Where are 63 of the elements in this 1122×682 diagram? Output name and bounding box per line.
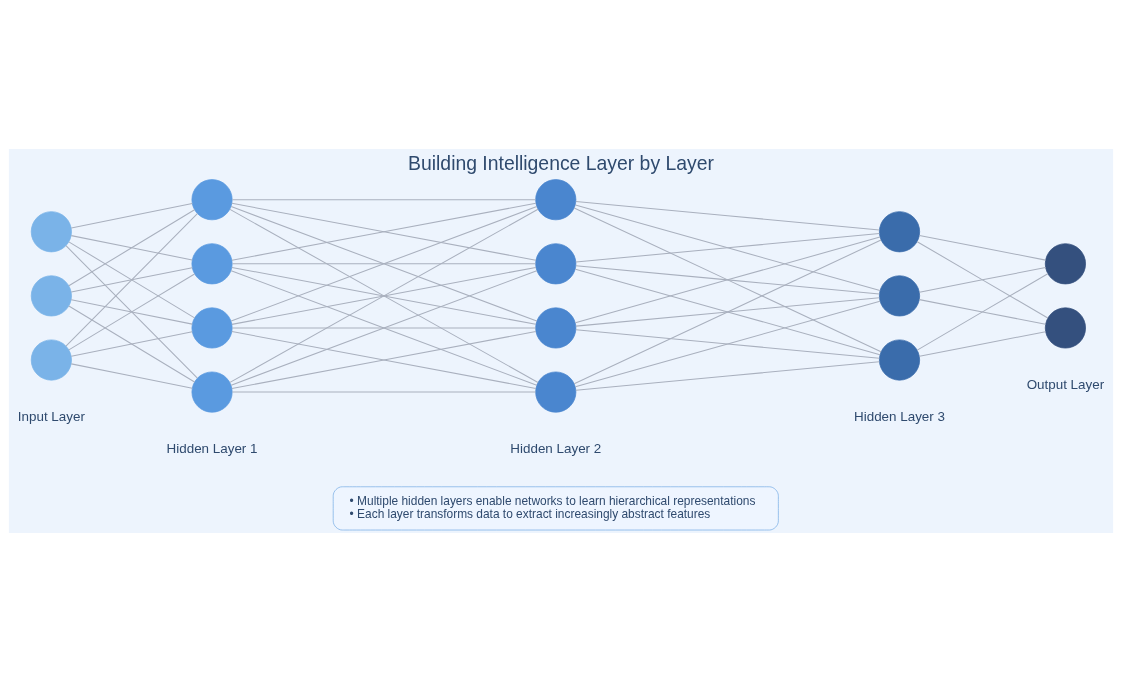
connector [575,201,880,231]
node-circle [879,211,921,253]
node-circle [535,371,577,413]
connector [573,207,882,353]
connector [70,235,193,261]
connector [918,299,1047,325]
connector [231,199,536,201]
node-circle [191,179,233,221]
connector [574,268,881,356]
node-circle [191,243,233,285]
connector [575,329,880,359]
node-circle [30,275,72,317]
connector [65,213,198,347]
connector [231,263,536,265]
connector [575,297,880,327]
connector [229,208,539,383]
node-box: • Multiple hidden layers enable networks to learn hierarchical representations • Each layer transforms data to extract increasingly abstract features [332,486,779,531]
connector [918,267,1047,293]
connector [68,273,196,351]
connector [70,331,193,357]
connector [231,327,536,329]
connector [231,391,536,393]
node-circle [1044,307,1086,349]
connector [916,241,1049,319]
connector [574,300,881,388]
label: Hidden Layer 1 [166,440,258,456]
connector [574,204,881,292]
label: Hidden Layer 3 [854,408,945,424]
connector [231,331,537,389]
connector [68,305,196,383]
connector [574,236,881,324]
diagram-title: Building Intelligence Layer by Layer [408,152,714,175]
node-circle [535,243,577,285]
connector [575,233,880,263]
node-circle [535,307,577,349]
connector [575,265,880,295]
connector [70,203,193,229]
connector [231,202,537,261]
connector [573,239,882,385]
connector [65,245,198,379]
node-circle [191,371,233,413]
node-circle [1044,243,1086,285]
connector [70,299,193,325]
connector [918,235,1047,261]
connector [70,363,193,389]
label: Hidden Layer 2 [510,440,602,456]
label: Output Layer [1026,376,1105,392]
connector [68,209,196,287]
node-circle [30,339,72,381]
node-circle [879,339,921,381]
node-circle [879,275,921,317]
connector [230,206,538,322]
node-circle [535,179,577,221]
connector [68,241,196,319]
label: Input Layer [17,408,85,424]
connector [231,266,537,325]
node-circle [191,307,233,349]
connector [918,331,1047,357]
node-circle [30,211,72,253]
connector [230,270,538,386]
connector [70,267,193,293]
connector [916,273,1049,351]
connector [575,361,880,391]
